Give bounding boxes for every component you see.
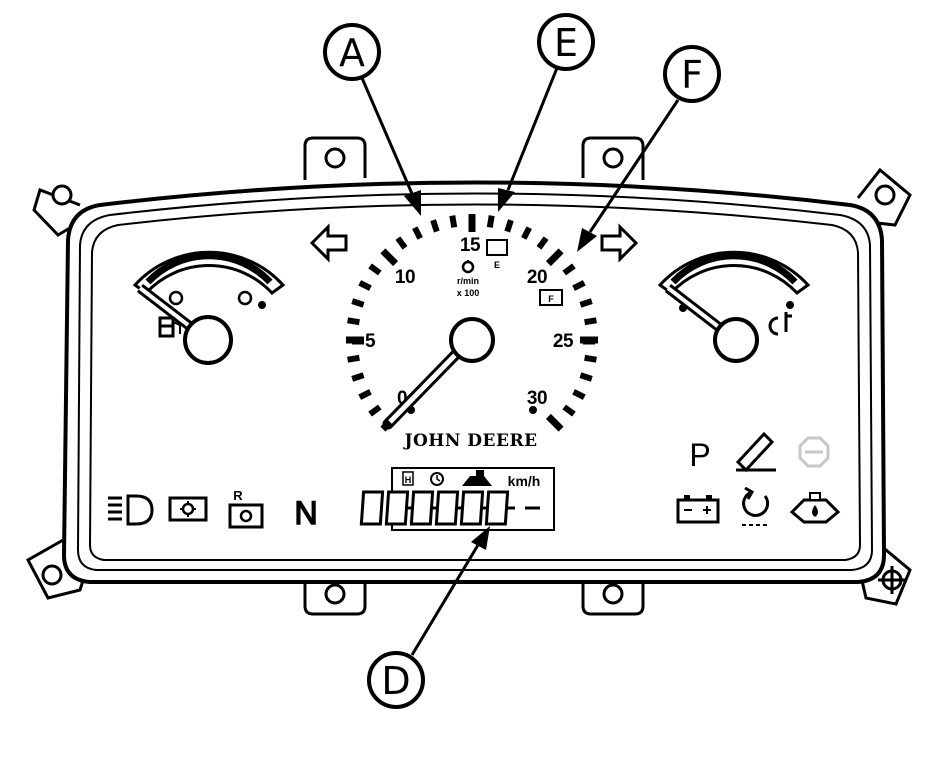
left-turn-arrow-icon — [309, 223, 348, 263]
callout-a: A — [323, 23, 421, 216]
temperature-gauge-hub — [713, 317, 759, 363]
lcd-digit-cell — [384, 490, 410, 526]
lcd-speed-unit: km/h — [508, 473, 541, 489]
tach-tick — [368, 263, 382, 276]
right-turn-arrow-icon — [600, 223, 639, 263]
tach-tick — [351, 372, 365, 382]
reverse-letter: R — [233, 488, 243, 503]
battery-icon — [676, 495, 720, 524]
tach-tick — [562, 263, 576, 276]
full-load-marker-letter: F — [548, 294, 554, 304]
tach-tick — [486, 215, 495, 228]
callout-f-letter: F — [681, 53, 703, 97]
tach-tick — [545, 413, 564, 432]
tach-label-0: 0 — [397, 388, 407, 409]
mounting-tabs — [25, 136, 912, 616]
clock-icon — [430, 472, 444, 486]
lcd-digit-cell — [484, 490, 510, 526]
service-wrench-icon — [735, 431, 776, 473]
fuel-gauge-hub — [183, 315, 233, 365]
tach-label-25: 25 — [553, 331, 574, 352]
tach-unit-multiplier: x 100 — [457, 288, 480, 298]
tach-label-30: 30 — [527, 388, 547, 409]
callout-e: E — [498, 13, 595, 212]
tach-tick — [504, 219, 514, 233]
callout-f: F — [577, 45, 721, 252]
tach-tick — [545, 248, 564, 267]
tach-tick — [351, 298, 365, 308]
tachometer-ticks — [346, 214, 598, 432]
tachometer-hub — [449, 317, 495, 363]
tach-tick — [579, 298, 593, 308]
engine-preheat-icon — [742, 486, 770, 526]
callout-d-letter: D — [381, 659, 410, 703]
temperature-gauge — [657, 250, 811, 363]
tach-tick — [536, 236, 549, 250]
engine-speed-icon — [461, 260, 475, 274]
economy-marker-letter: E — [494, 260, 500, 270]
tach-label-10: 10 — [395, 267, 415, 288]
tach-label-20: 20 — [527, 267, 547, 288]
tach-tick — [430, 219, 440, 233]
fuel-pump-icon — [158, 316, 181, 338]
lcd-digit-cell — [434, 490, 460, 526]
headlight-icon — [108, 494, 154, 526]
callout-a-letter: A — [339, 31, 365, 75]
full-load-marker-box — [539, 289, 563, 306]
reverse-pto-icon: R — [228, 488, 264, 529]
tach-tick — [368, 404, 382, 417]
tach-tick — [584, 354, 597, 363]
stop-sign-icon — [798, 436, 830, 468]
callout-e-circle — [537, 13, 595, 71]
tach-tick — [562, 404, 576, 417]
lcd-hours-label: H — [405, 475, 412, 485]
tach-tick — [572, 389, 586, 400]
tach-unit-rpm: r/min — [457, 276, 479, 286]
callout-d-circle — [367, 651, 425, 709]
tach-tick — [572, 280, 586, 291]
wheel-speed-icon — [462, 470, 492, 486]
pto-icon — [168, 496, 208, 522]
brand-logo: JOHN DEERE — [402, 431, 537, 451]
tachometer: 0 5 10 15 20 25 30 E F r/min x 100 JOHN … — [346, 214, 598, 451]
callout-e-letter: E — [554, 21, 578, 65]
tach-tick — [358, 389, 372, 400]
tach-tick — [347, 354, 360, 363]
tach-tick — [449, 215, 458, 228]
lcd-digit-cell — [409, 490, 435, 526]
lcd-display: H km/h — [359, 467, 555, 531]
parking-brake-letter-icon: P — [689, 437, 710, 473]
lcd-digit-cell — [359, 490, 385, 526]
tach-tick — [358, 280, 372, 291]
economy-marker-box — [486, 239, 508, 256]
tach-tick — [395, 236, 408, 250]
coolant-temperature-icon — [768, 312, 792, 336]
neutral-indicator: N — [294, 495, 317, 531]
tach-tick — [347, 317, 360, 326]
tach-tick — [584, 317, 597, 326]
tach-tick — [380, 248, 399, 267]
oil-pressure-icon — [789, 492, 841, 524]
tach-label-5: 5 — [365, 331, 376, 352]
lcd-digit-cell — [459, 490, 485, 526]
tach-tick — [521, 226, 532, 240]
callout-d: D — [367, 526, 490, 709]
fuel-gauge — [132, 250, 286, 365]
callout-a-circle — [323, 23, 381, 81]
tach-label-15: 15 — [460, 235, 481, 256]
tach-tick — [412, 226, 423, 240]
lcd-digits — [359, 490, 540, 526]
tach-tick — [579, 372, 593, 382]
callout-f-circle — [663, 45, 721, 103]
